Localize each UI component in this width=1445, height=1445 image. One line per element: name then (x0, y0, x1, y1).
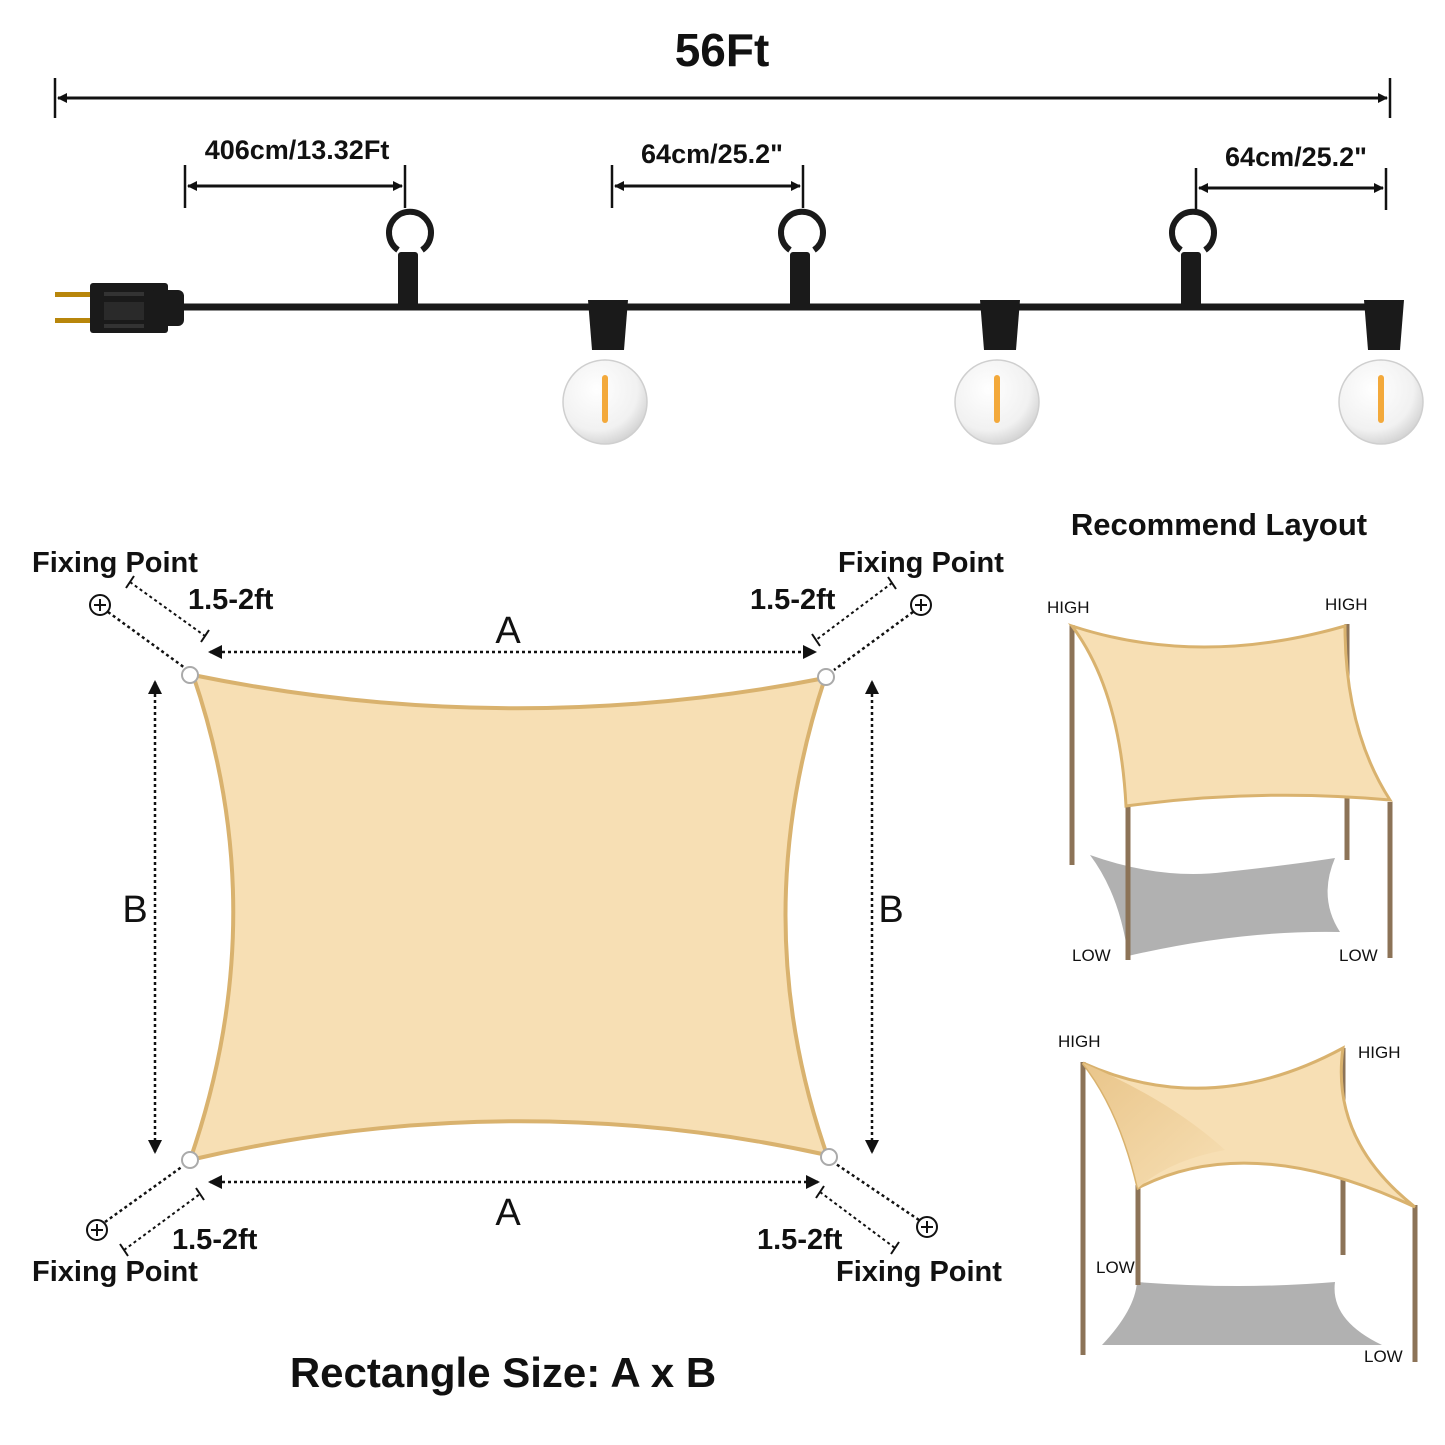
hook-icon (1169, 208, 1217, 310)
fixing-connector (104, 1164, 184, 1224)
low-label: LOW (1096, 1258, 1135, 1277)
fixing-point-icon (89, 594, 111, 616)
plug-icon (55, 283, 184, 333)
first-spacing-label: 406cm/13.32Ft (205, 135, 390, 165)
bulb-icon (562, 300, 648, 445)
middle-spacing-label: 64cm/25.2" (641, 139, 783, 169)
high-label: HIGH (1325, 595, 1368, 614)
layout-option-1: HIGH HIGH LOW LOW (1047, 595, 1393, 965)
high-label: HIGH (1058, 1032, 1101, 1051)
fixing-connector (107, 610, 186, 670)
d-ring-icon (817, 668, 835, 686)
gap-dimension (811, 576, 897, 647)
gap-label: 1.5-2ft (750, 584, 836, 616)
bulb-icon (954, 300, 1040, 445)
shade-sail (1067, 623, 1393, 808)
fixing-point-label: Fixing Point (838, 547, 1004, 579)
gap-label: 1.5-2ft (757, 1224, 843, 1256)
string-lights-section: 56Ft 406cm/13.32Ft 64cm/25.2" 64cm/25.2" (53, 24, 1424, 445)
layout-option-2: HIGH HIGH LOW LOW (1058, 1032, 1418, 1366)
gap-label: 1.5-2ft (188, 584, 274, 616)
end-spacing-dimension: 64cm/25.2" (1194, 142, 1388, 210)
fixing-point-label: Fixing Point (836, 1256, 1002, 1288)
side-b-label: B (122, 889, 147, 931)
gap-dimension (815, 1185, 900, 1255)
first-spacing-dimension: 406cm/13.32Ft (183, 135, 407, 208)
fixing-connector (835, 1162, 920, 1222)
recommend-layout-title: Recommend Layout (1071, 507, 1367, 542)
ground-shadow (1090, 855, 1340, 956)
middle-spacing-dimension: 64cm/25.2" (610, 139, 805, 208)
rectangle-size-caption: Rectangle Size: A x B (290, 1349, 716, 1396)
side-b-label: B (878, 889, 903, 931)
fixing-point-icon (910, 594, 932, 616)
hook-icon (386, 208, 434, 310)
fixing-point-icon (86, 1219, 108, 1241)
bulb-icon (1338, 300, 1424, 445)
d-ring-icon (820, 1148, 838, 1166)
d-ring-icon (181, 1151, 199, 1169)
fixing-point-icon (916, 1216, 938, 1238)
high-label: HIGH (1047, 598, 1090, 617)
shade-sail-diagram: A A B B (32, 547, 1004, 1396)
recommend-layout-section: Recommend Layout HIGH HIGH LOW LOW HIGH … (1047, 507, 1418, 1366)
d-ring-icon (181, 666, 199, 684)
low-label: LOW (1072, 946, 1111, 965)
side-a-label: A (495, 1192, 521, 1234)
fixing-connector (833, 610, 914, 672)
gap-label: 1.5-2ft (172, 1224, 258, 1256)
gap-dimension (119, 1187, 205, 1257)
shade-sail (186, 672, 831, 1163)
high-label: HIGH (1358, 1043, 1401, 1062)
side-a-label: A (495, 610, 521, 652)
fixing-point-label: Fixing Point (32, 547, 198, 579)
low-label: LOW (1364, 1347, 1403, 1366)
fixing-point-label: Fixing Point (32, 1256, 198, 1288)
low-label: LOW (1339, 946, 1378, 965)
total-length-label: 56Ft (675, 24, 770, 76)
hook-icon (778, 208, 826, 310)
ground-shadow (1102, 1282, 1382, 1345)
total-length-dimension: 56Ft (53, 24, 1392, 118)
gap-dimension (125, 575, 210, 643)
end-spacing-label: 64cm/25.2" (1225, 142, 1367, 172)
sail-fold (1083, 1063, 1225, 1188)
